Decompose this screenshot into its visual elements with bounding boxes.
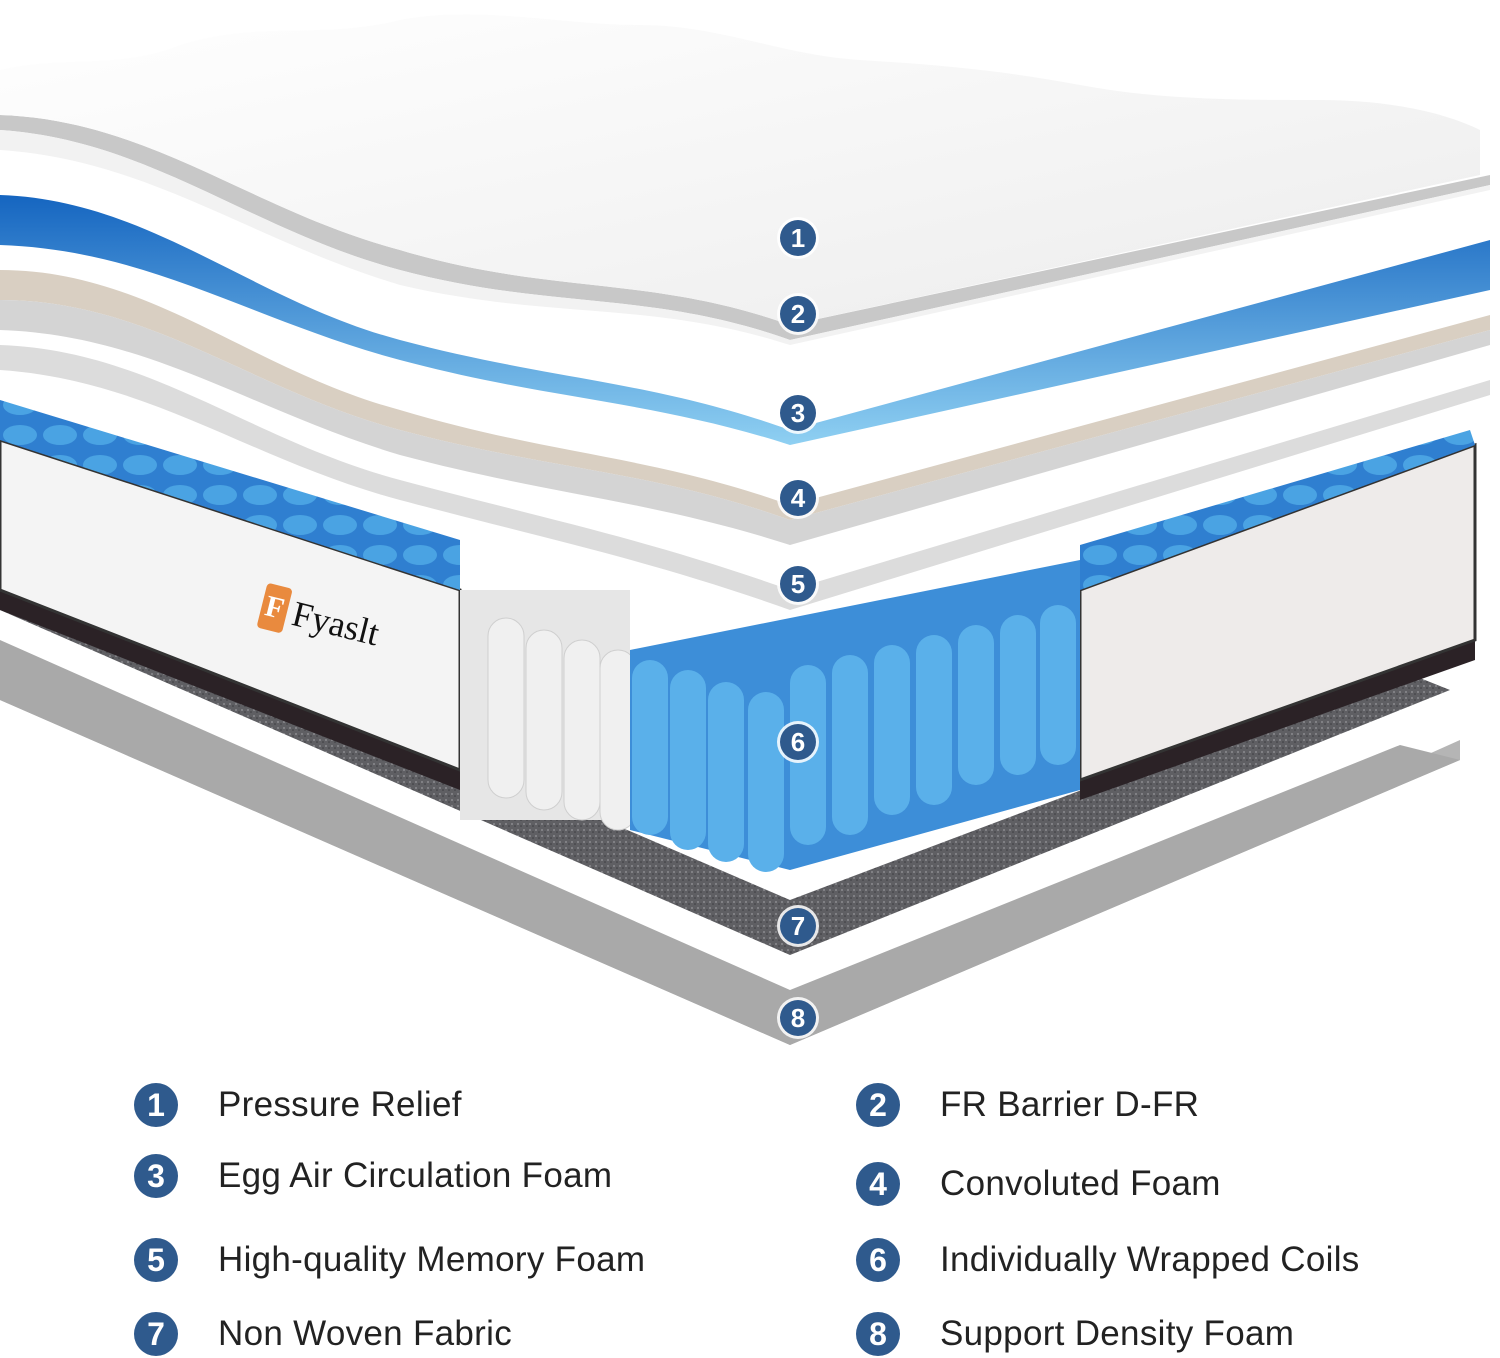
legend-item-8: 8 Support Density Foam: [856, 1312, 1294, 1356]
layer-marker-2: 2: [780, 296, 816, 332]
number-badge-icon: 8: [856, 1312, 900, 1356]
legend-item-3: 3 Egg Air Circulation Foam: [134, 1154, 612, 1198]
legend-label: Convoluted Foam: [940, 1164, 1221, 1203]
legend-label: Pressure Relief: [218, 1085, 462, 1124]
number-badge-icon: 7: [134, 1312, 178, 1356]
legend-item-4: 4 Convoluted Foam: [856, 1162, 1221, 1206]
legend-item-7: 7 Non Woven Fabric: [134, 1312, 512, 1356]
layer-2-fr-barrier: [0, 115, 1490, 340]
legend-label: High-quality Memory Foam: [218, 1240, 646, 1279]
legend-label: Non Woven Fabric: [218, 1314, 512, 1353]
layer-legend: 1 Pressure Relief 2 FR Barrier D-FR 3 Eg…: [0, 1070, 1500, 1358]
legend-item-2: 2 FR Barrier D-FR: [856, 1083, 1199, 1127]
layer-marker-5: 5: [780, 566, 816, 602]
legend-label: Individually Wrapped Coils: [940, 1240, 1360, 1279]
legend-item-1: 1 Pressure Relief: [134, 1083, 462, 1127]
number-badge-icon: 2: [856, 1083, 900, 1127]
number-badge-icon: 4: [856, 1162, 900, 1206]
mattress-layers-illustration: F Fyaslt 1 2 3 4 5 6 7 8: [0, 14, 1490, 1045]
number-badge-icon: 6: [856, 1238, 900, 1282]
layer-marker-8: 8: [780, 1000, 816, 1036]
layer-marker-7: 7: [780, 908, 816, 944]
layer-1-quilted-cover: [0, 14, 1480, 326]
layer-marker-3: 3: [780, 395, 816, 431]
layer-3-egg-foam: [0, 195, 1490, 445]
number-badge-icon: 1: [134, 1083, 178, 1127]
legend-item-5: 5 High-quality Memory Foam: [134, 1238, 645, 1282]
layer-6-wrapped-coils: [460, 560, 1080, 872]
legend-label: Support Density Foam: [940, 1314, 1295, 1353]
number-badge-icon: 5: [134, 1238, 178, 1282]
legend-label: Egg Air Circulation Foam: [218, 1156, 613, 1195]
layer-marker-1: 1: [780, 220, 816, 256]
layer-marker-4: 4: [780, 480, 816, 516]
number-badge-icon: 3: [134, 1154, 178, 1198]
layer-marker-6: 6: [780, 724, 816, 760]
legend-label: FR Barrier D-FR: [940, 1085, 1200, 1124]
layer-7-non-woven-fabric: [0, 560, 1450, 955]
mattress-cutaway-graphic: [0, 14, 1490, 1045]
legend-item-6: 6 Individually Wrapped Coils: [856, 1238, 1360, 1282]
layer-5-memory-foam: [0, 345, 1490, 610]
